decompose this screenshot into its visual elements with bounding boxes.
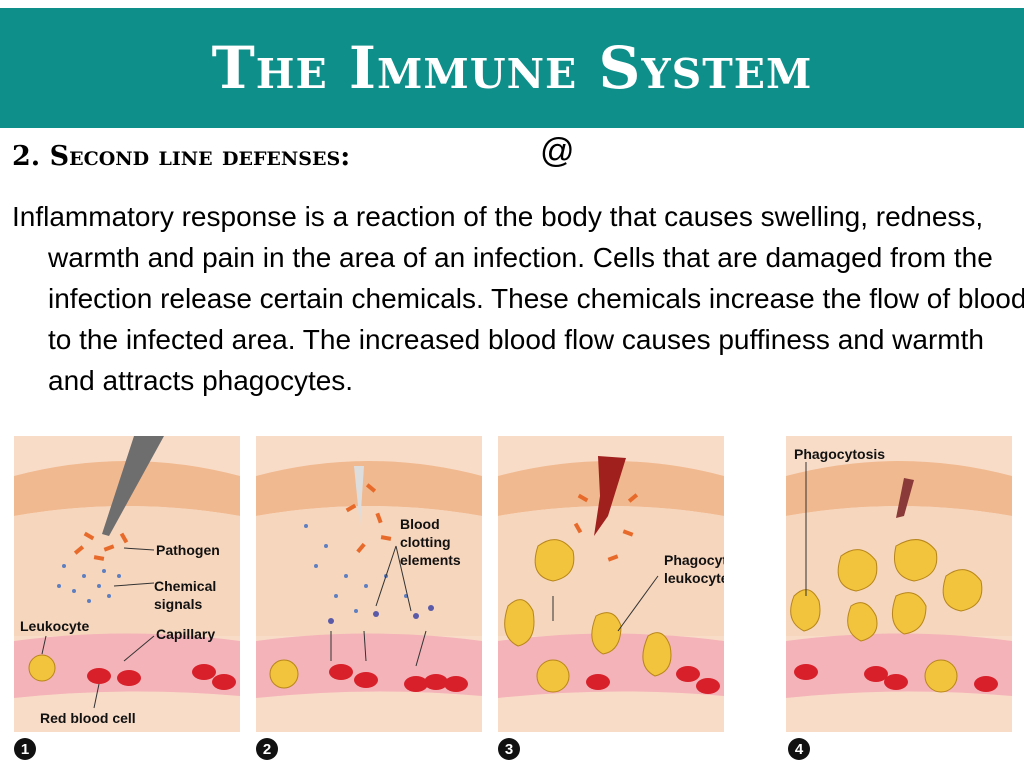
figure-panel-2: Blood clotting elements <box>256 436 482 732</box>
slide-title: The Immune System <box>211 34 813 102</box>
label-pathogen: Pathogen <box>156 542 220 558</box>
title-bar: The Immune System <box>0 8 1024 128</box>
at-symbol: @ <box>540 132 575 170</box>
label-phagocytic: Phagocytic <box>664 552 724 568</box>
step-number-4: 4 <box>788 738 810 760</box>
panel-4-illustration <box>786 436 1012 732</box>
body-paragraph: Inflammatory response is a reaction of t… <box>12 201 1024 396</box>
label-blood: Blood <box>400 516 440 532</box>
figure-panel-4: Phagocytosis <box>786 436 1012 732</box>
step-number-2: 2 <box>256 738 278 760</box>
figure-panel-3: Phagocytic leukocyte <box>498 436 724 732</box>
step-number-3: 3 <box>498 738 520 760</box>
label-capillary: Capillary <box>156 626 216 642</box>
label-elements: elements <box>400 552 461 568</box>
label-signals: signals <box>154 596 203 612</box>
step-number-1: 1 <box>14 738 36 760</box>
label-phagocytosis: Phagocytosis <box>794 446 886 462</box>
figure-panel-1: Pathogen Chemical signals Leukocyte Capi… <box>14 436 240 732</box>
label-red-blood-cell: Red blood cell <box>40 710 136 726</box>
panel-1-illustration <box>14 436 240 732</box>
label-clotting: clotting <box>400 534 451 550</box>
section-heading-text: 2. Second line defenses: <box>12 140 351 172</box>
label-leukocyte: Leukocyte <box>20 618 90 634</box>
label-leukocyte-3: leukocyte <box>664 570 724 586</box>
label-chemical: Chemical <box>154 578 217 594</box>
section-heading: 2. Second line defenses: @ <box>12 132 575 176</box>
panel-2-illustration <box>256 436 482 732</box>
panel-3-illustration <box>498 436 724 732</box>
